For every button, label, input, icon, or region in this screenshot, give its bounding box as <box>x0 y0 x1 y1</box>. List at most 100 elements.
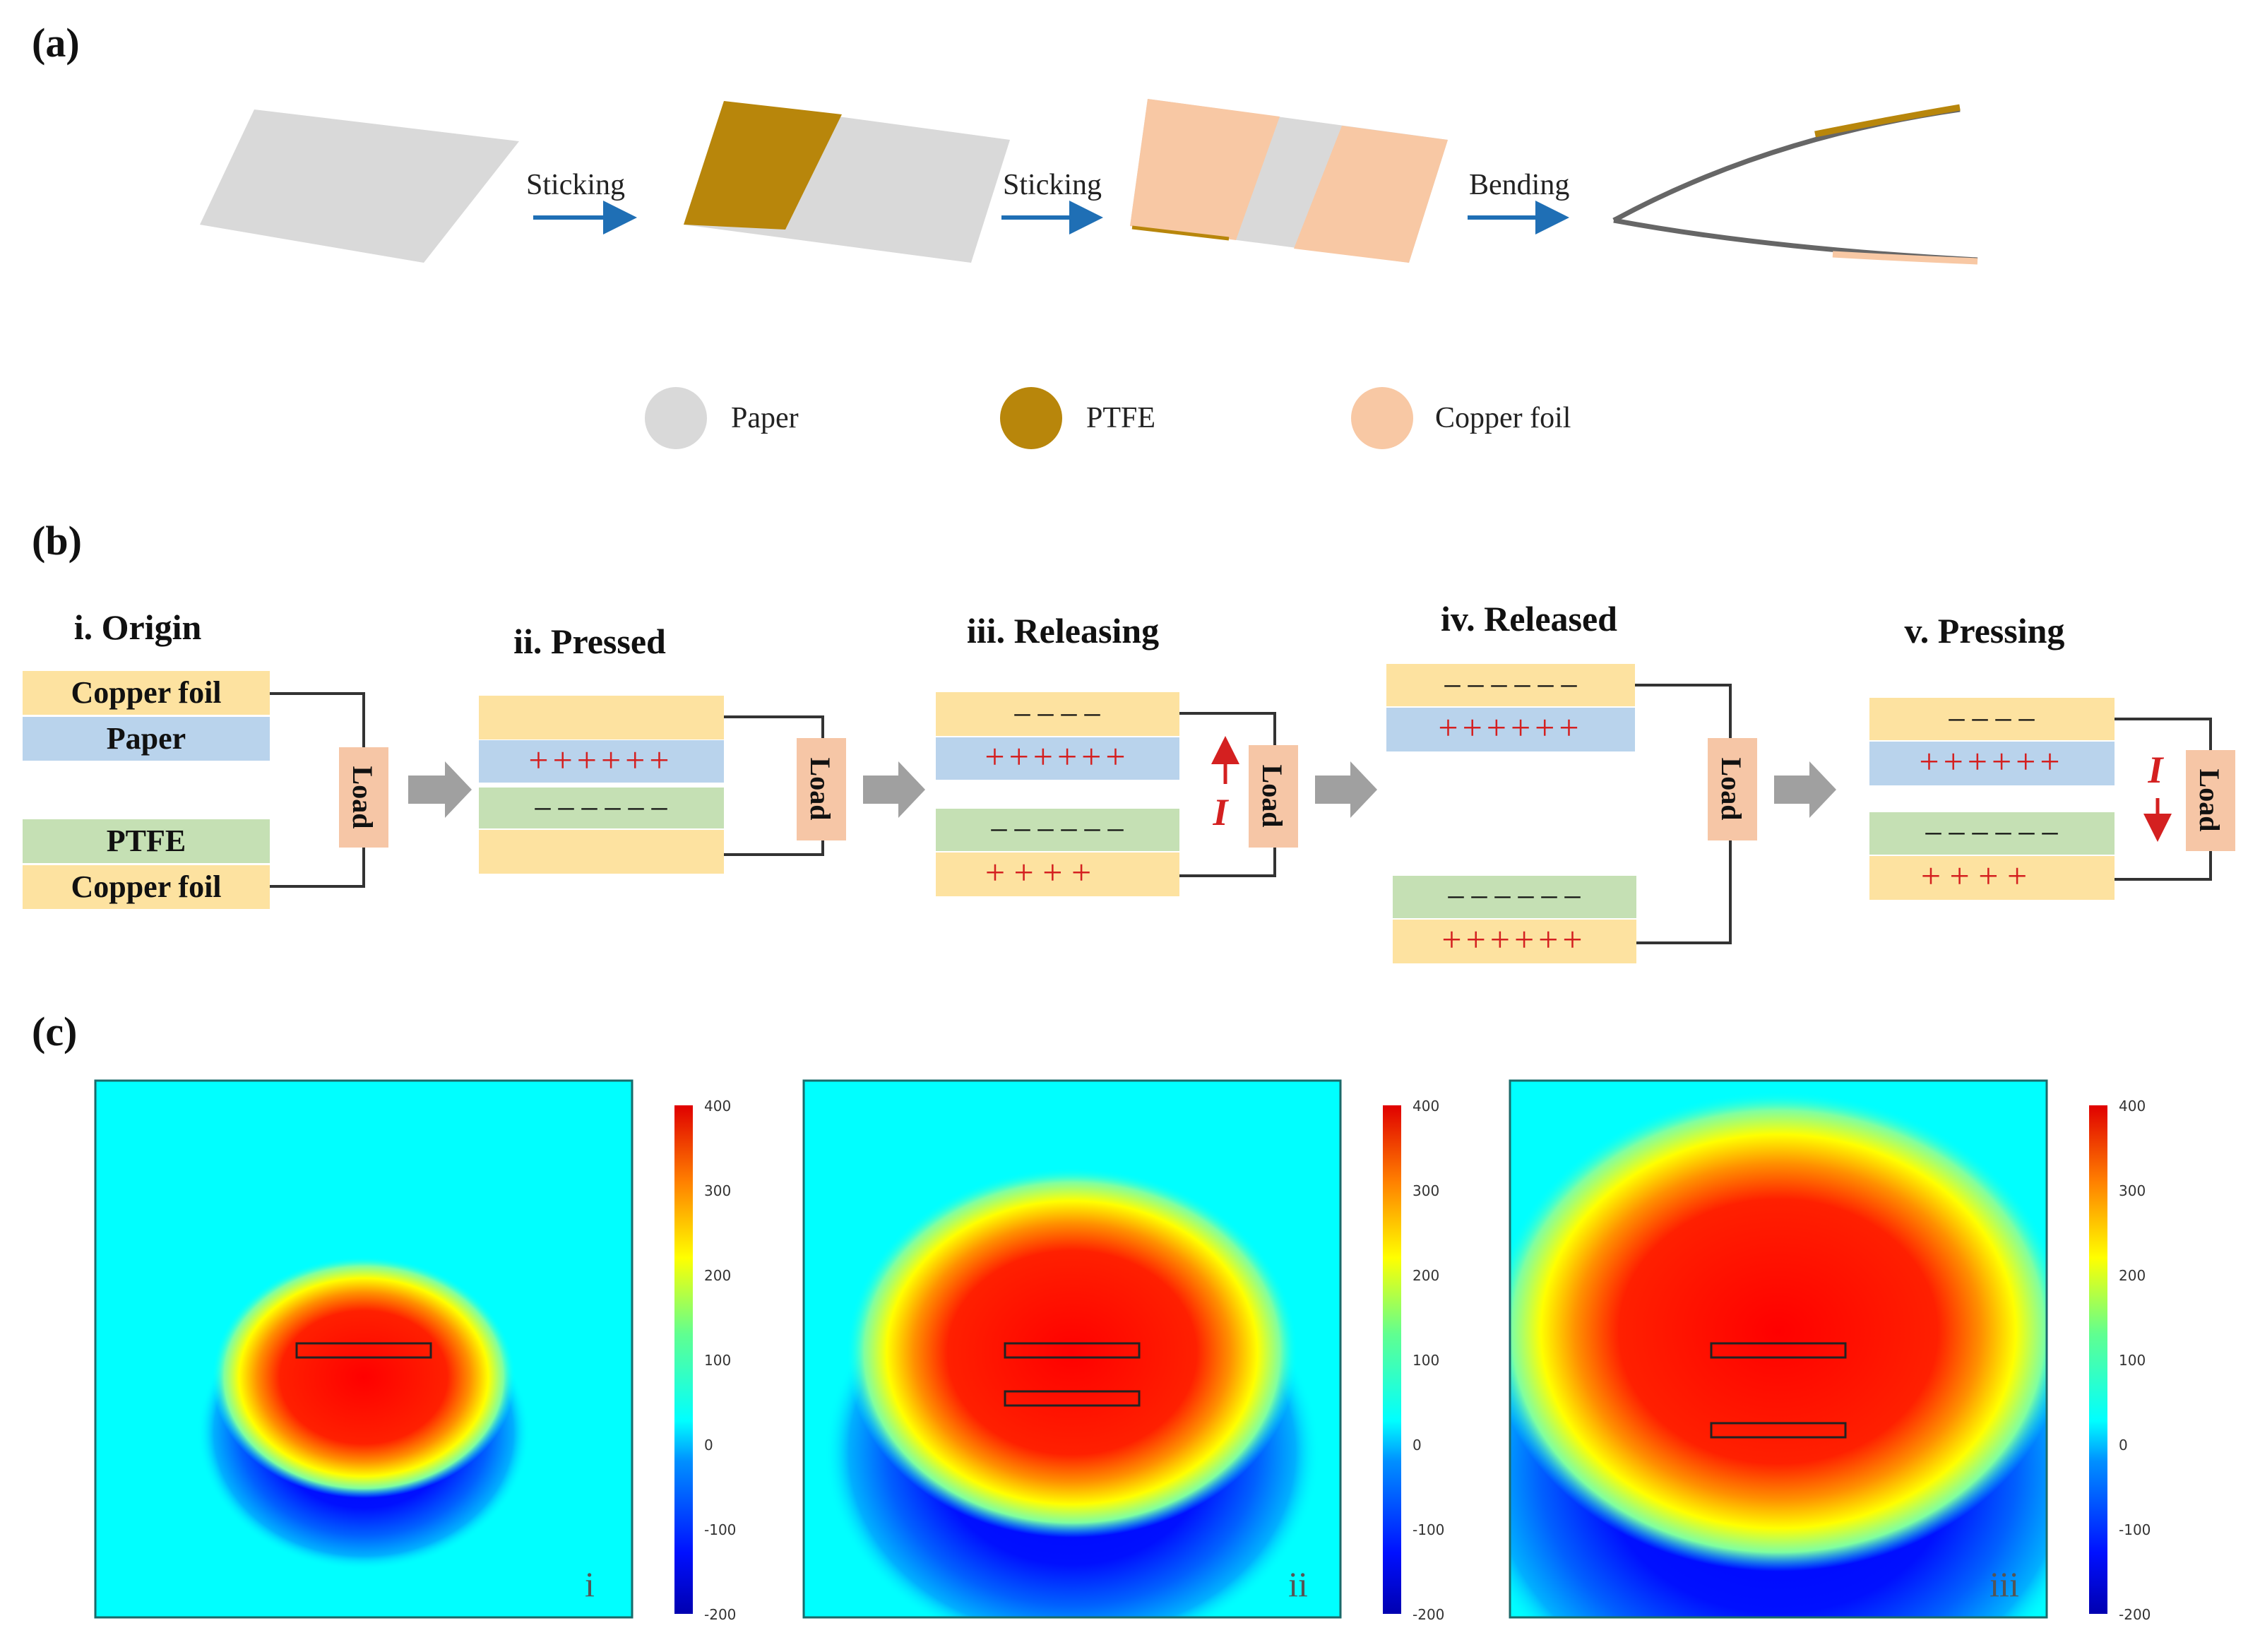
load-label-4: Load <box>1715 758 1747 821</box>
load-box-4 <box>1708 738 1757 840</box>
colorbar <box>1383 1105 1401 1614</box>
pressed-minus: – – – – – – <box>535 789 668 824</box>
step-arrow-2: Sticking <box>1001 169 1103 234</box>
colorbar-tick: 200 <box>704 1267 731 1284</box>
copper-outline <box>1004 1390 1141 1407</box>
colorbar <box>674 1105 693 1614</box>
releasing-minus-bottom: – – – – – – <box>991 810 1124 845</box>
stage-released: – – – – – – ++++++ – – – – – – ++++++ Lo… <box>1386 664 1836 963</box>
colorbar-tick: 0 <box>1412 1437 1422 1454</box>
legend-swatch-ptfe <box>1000 387 1062 449</box>
current-label-pressing: I <box>2147 749 2164 791</box>
colorbar-tick: -200 <box>2119 1606 2151 1623</box>
stage-arrow-4 <box>1774 761 1836 818</box>
stage-arrow-2 <box>863 761 925 818</box>
load-box-1 <box>339 747 388 848</box>
plot-frame <box>1509 1079 2048 1619</box>
plot-tag-i: i <box>585 1564 595 1604</box>
plot-frame <box>94 1079 634 1619</box>
plot-tag-ii: ii <box>1288 1564 1308 1604</box>
pressing-plus-bottom: + + + + <box>1921 856 2027 896</box>
material-legend: Paper PTFE Copper foil <box>645 387 1571 449</box>
colorbar-tick: 100 <box>704 1352 731 1369</box>
paper-with-ptfe <box>684 101 1010 263</box>
stage-releasing: – – – – ++++++ – – – – – – + + + + Load … <box>936 692 1377 896</box>
colorbar <box>2089 1105 2107 1614</box>
pressing-minus-bottom: – – – – – – <box>1925 814 2059 848</box>
load-label-2: Load <box>804 758 836 821</box>
plot-frame <box>802 1079 1342 1619</box>
pressed-plus: ++++++ <box>528 740 673 780</box>
stage-title-released: iv. Released <box>1441 599 1617 638</box>
positive-potential-region <box>212 1256 516 1498</box>
colorbar-tick: 0 <box>2119 1437 2128 1454</box>
paper-with-copper <box>1130 99 1448 263</box>
legend-swatch-copper <box>1351 387 1413 449</box>
panel-a-label: (a) <box>32 20 80 66</box>
colorbar-tick: -200 <box>704 1606 736 1623</box>
released-minus-top: – – – – – – <box>1444 666 1578 701</box>
releasing-plus-bottom: + + + + <box>985 852 1091 892</box>
origin-copper-bottom-label: Copper foil <box>71 869 221 904</box>
stage-pressing: – – – – ++++++ – – – – – – + + + + Load … <box>1869 698 2235 900</box>
origin-copper-top-label: Copper foil <box>71 675 221 710</box>
stage-arrow-3 <box>1315 761 1377 818</box>
releasing-minus-top: – – – – <box>1014 695 1101 730</box>
colorbar-tick: 300 <box>1412 1182 1439 1199</box>
colorbar-tick: 200 <box>1412 1267 1439 1284</box>
stage-arrow-1 <box>408 761 472 818</box>
colorbar-tick: 400 <box>1412 1098 1439 1115</box>
origin-ptfe-label: PTFE <box>107 824 186 858</box>
stage-title-pressing: v. Pressing <box>1905 611 2065 650</box>
legend-label-paper: Paper <box>731 402 799 434</box>
released-plus-bottom: ++++++ <box>1441 920 1586 959</box>
colorbar-tick: -100 <box>1412 1521 1444 1538</box>
positive-potential-region <box>846 1167 1298 1538</box>
current-label-releasing: I <box>1212 791 1229 833</box>
colorbar-tick: 300 <box>704 1182 731 1199</box>
potential-field-plots: i 400 300 200 100 0 -100 -200 ii 400 300 200 100 0 -10… <box>94 1079 2151 1623</box>
load-box-3 <box>1249 745 1298 848</box>
colorbar-tick: 0 <box>704 1437 713 1454</box>
colorbar-tick: 100 <box>1412 1352 1439 1369</box>
stage-title-origin: i. Origin <box>74 607 202 647</box>
released-minus-bottom: – – – – – – <box>1448 877 1581 912</box>
panel-c-label: (c) <box>32 1009 77 1054</box>
step-label-1: Sticking <box>526 169 625 201</box>
positive-potential-region <box>1510 1091 2047 1571</box>
step-label-2: Sticking <box>1003 169 1102 201</box>
colorbar-tick: 400 <box>2119 1098 2146 1115</box>
paper-sheet <box>200 109 519 263</box>
plot-tag-iii: iii <box>1990 1564 2019 1604</box>
released-plus-top: ++++++ <box>1438 708 1583 747</box>
stage-title-pressed: ii. Pressed <box>513 622 666 661</box>
field-plot-ii: ii 400 300 200 100 0 -100 -200 <box>802 1079 1444 1623</box>
field-plot-i: i 400 300 200 100 0 -100 -200 <box>94 1079 736 1623</box>
stage-origin: Copper foil Paper PTFE Copper foil Load <box>23 671 472 909</box>
step-arrow-1: Sticking <box>526 169 637 234</box>
stage-pressed: ++++++ – – – – – – Load <box>479 696 925 874</box>
stage-title-releasing: iii. Releasing <box>967 611 1159 650</box>
panel-b-label: (b) <box>32 518 82 564</box>
legend-swatch-paper <box>645 387 707 449</box>
load-label-3: Load <box>1256 765 1288 828</box>
colorbar-tick: -200 <box>1412 1606 1444 1623</box>
step-arrow-3: Bending <box>1468 169 1569 234</box>
colorbar-tick: 100 <box>2119 1352 2146 1369</box>
legend-label-ptfe: PTFE <box>1086 402 1155 434</box>
colorbar-tick: -100 <box>704 1521 736 1538</box>
ptfe-outline <box>1004 1342 1141 1359</box>
colorbar-tick: 400 <box>704 1098 731 1115</box>
colorbar-tick: 200 <box>2119 1267 2146 1284</box>
ptfe-outline <box>295 1342 432 1359</box>
load-label-5: Load <box>2194 769 2225 832</box>
origin-paper-label: Paper <box>107 721 186 756</box>
ptfe-outline <box>1710 1342 1847 1359</box>
colorbar-tick: 300 <box>2119 1182 2146 1199</box>
step-label-3: Bending <box>1469 169 1569 201</box>
pressing-minus-top: – – – – <box>1949 700 2035 735</box>
load-box-2 <box>797 738 846 840</box>
bent-device <box>1612 104 1978 265</box>
